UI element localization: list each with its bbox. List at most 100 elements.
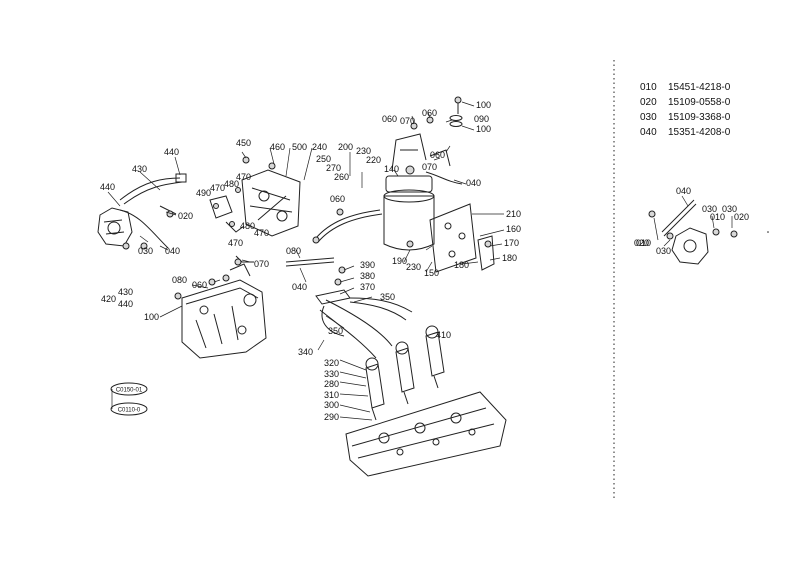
callout-470: 470 (228, 238, 243, 248)
callout-080: 080 (172, 275, 187, 285)
callout-060: 060 (330, 194, 345, 204)
callout-220: 220 (366, 155, 381, 165)
part-number: 15351-4208-0 (668, 127, 731, 138)
callout-010: 010 (636, 238, 651, 248)
injection-pipes (315, 266, 413, 359)
callout-480: 480 (240, 221, 255, 231)
callout-040: 040 (165, 246, 180, 256)
part-ref: 020 (640, 97, 657, 108)
callout-420: 420 (101, 294, 116, 304)
callout-090: 090 (474, 114, 489, 124)
callout-190: 190 (392, 256, 407, 266)
part-number: 15109-0558-0 (668, 97, 731, 108)
callout-290: 290 (324, 412, 339, 422)
callout-030: 030 (138, 246, 153, 256)
bracket-assembly (209, 156, 301, 237)
parts-row: 010 15451-4218-0 (640, 80, 730, 95)
callout-070: 070 (400, 116, 415, 126)
fuel-pipe-050 (312, 208, 383, 244)
callout-170: 170 (504, 238, 519, 248)
callout-100: 100 (476, 100, 491, 110)
callout-180: 180 (454, 260, 469, 270)
callout-150: 150 (424, 268, 439, 278)
part-number: 15109-3368-0 (668, 112, 731, 123)
nozzle-holder-1 (365, 357, 385, 421)
callout-040: 040 (676, 186, 691, 196)
callout-370: 370 (360, 282, 375, 292)
parts-list: 010 15451-4218-0 020 15109-0558-0 030 15109… (640, 80, 730, 140)
feed-pump-detail (648, 199, 738, 265)
callout-260: 260 (334, 172, 349, 182)
callout-470: 470 (210, 183, 225, 193)
parts-row: 020 15109-0558-0 (640, 95, 730, 110)
callout-080: 080 (286, 246, 301, 256)
callout-380: 380 (360, 271, 375, 281)
fuel-filter-assembly (383, 133, 463, 251)
callout-060: 060 (422, 108, 437, 118)
part-ref: 030 (640, 112, 657, 123)
callout-210: 210 (506, 209, 521, 219)
callout-020: 020 (634, 238, 649, 248)
callout-020: 020 (178, 211, 193, 221)
stamp-2: C0110-0 (118, 408, 141, 414)
callout-470: 470 (236, 172, 251, 182)
callout-350: 350 (328, 326, 343, 336)
leader-lines (107, 101, 733, 421)
callout-310: 310 (324, 390, 339, 400)
part-ref: 040 (640, 127, 657, 138)
callout-300: 300 (324, 400, 339, 410)
callout-330: 330 (324, 369, 339, 379)
callout-030: 030 (702, 204, 717, 214)
callout-010: 010 (710, 212, 725, 222)
callout-100: 100 (144, 312, 159, 322)
callout-450: 450 (236, 138, 251, 148)
parts-row: 030 15109-3368-0 (640, 110, 730, 125)
callout-070: 070 (254, 259, 269, 269)
feed-pump-assembly (97, 173, 187, 250)
callout-040: 040 (466, 178, 481, 188)
callout-280: 280 (324, 379, 339, 389)
callout-240: 240 (312, 142, 327, 152)
callout-060: 060 (192, 280, 207, 290)
stamp-group: C0150-01 C0110-0 (110, 382, 148, 416)
callout-440: 440 (164, 147, 179, 157)
callout-060: 060 (430, 150, 445, 160)
callout-230: 230 (356, 146, 371, 156)
callout-490: 490 (196, 188, 211, 198)
callout-480: 480 (224, 179, 239, 189)
callout-390: 390 (360, 260, 375, 270)
margin-dot (767, 231, 769, 233)
callout-030: 030 (722, 204, 737, 214)
callout-430: 430 (132, 164, 147, 174)
callout-460: 460 (270, 142, 285, 152)
callout-140: 140 (384, 164, 399, 174)
nozzle-holder-2 (395, 341, 415, 405)
callout-430: 430 (118, 287, 133, 297)
part-number: 15451-4218-0 (668, 82, 731, 93)
callout-440: 440 (118, 299, 133, 309)
bracket-plate-210 (429, 203, 495, 273)
stamp-1: C0150-01 (116, 388, 143, 394)
callout-270: 270 (326, 163, 341, 173)
callout-250: 250 (316, 154, 331, 164)
callout-500: 500 (292, 142, 307, 152)
callout-labels: 440 430 440 020 030 040 070 080 060 420 … (100, 100, 749, 422)
callout-360: 350 (380, 292, 395, 302)
callout-230: 230 (406, 262, 421, 272)
callout-200: 200 (338, 142, 353, 152)
callout-470: 470 (254, 228, 269, 238)
callout-180: 180 (502, 253, 517, 263)
callout-070: 070 (422, 162, 437, 172)
callout-320: 320 (324, 358, 339, 368)
callout-340: 340 (298, 347, 313, 357)
callout-020: 020 (734, 212, 749, 222)
cylinder-head (345, 391, 507, 477)
part-ref: 010 (640, 82, 657, 93)
injection-pump (174, 263, 267, 359)
callout-040: 040 (292, 282, 307, 292)
parts-row: 040 15351-4208-0 (640, 125, 730, 140)
top-bolt-stack (410, 96, 463, 167)
callout-100: 100 (476, 124, 491, 134)
callout-030: 030 (656, 246, 671, 256)
